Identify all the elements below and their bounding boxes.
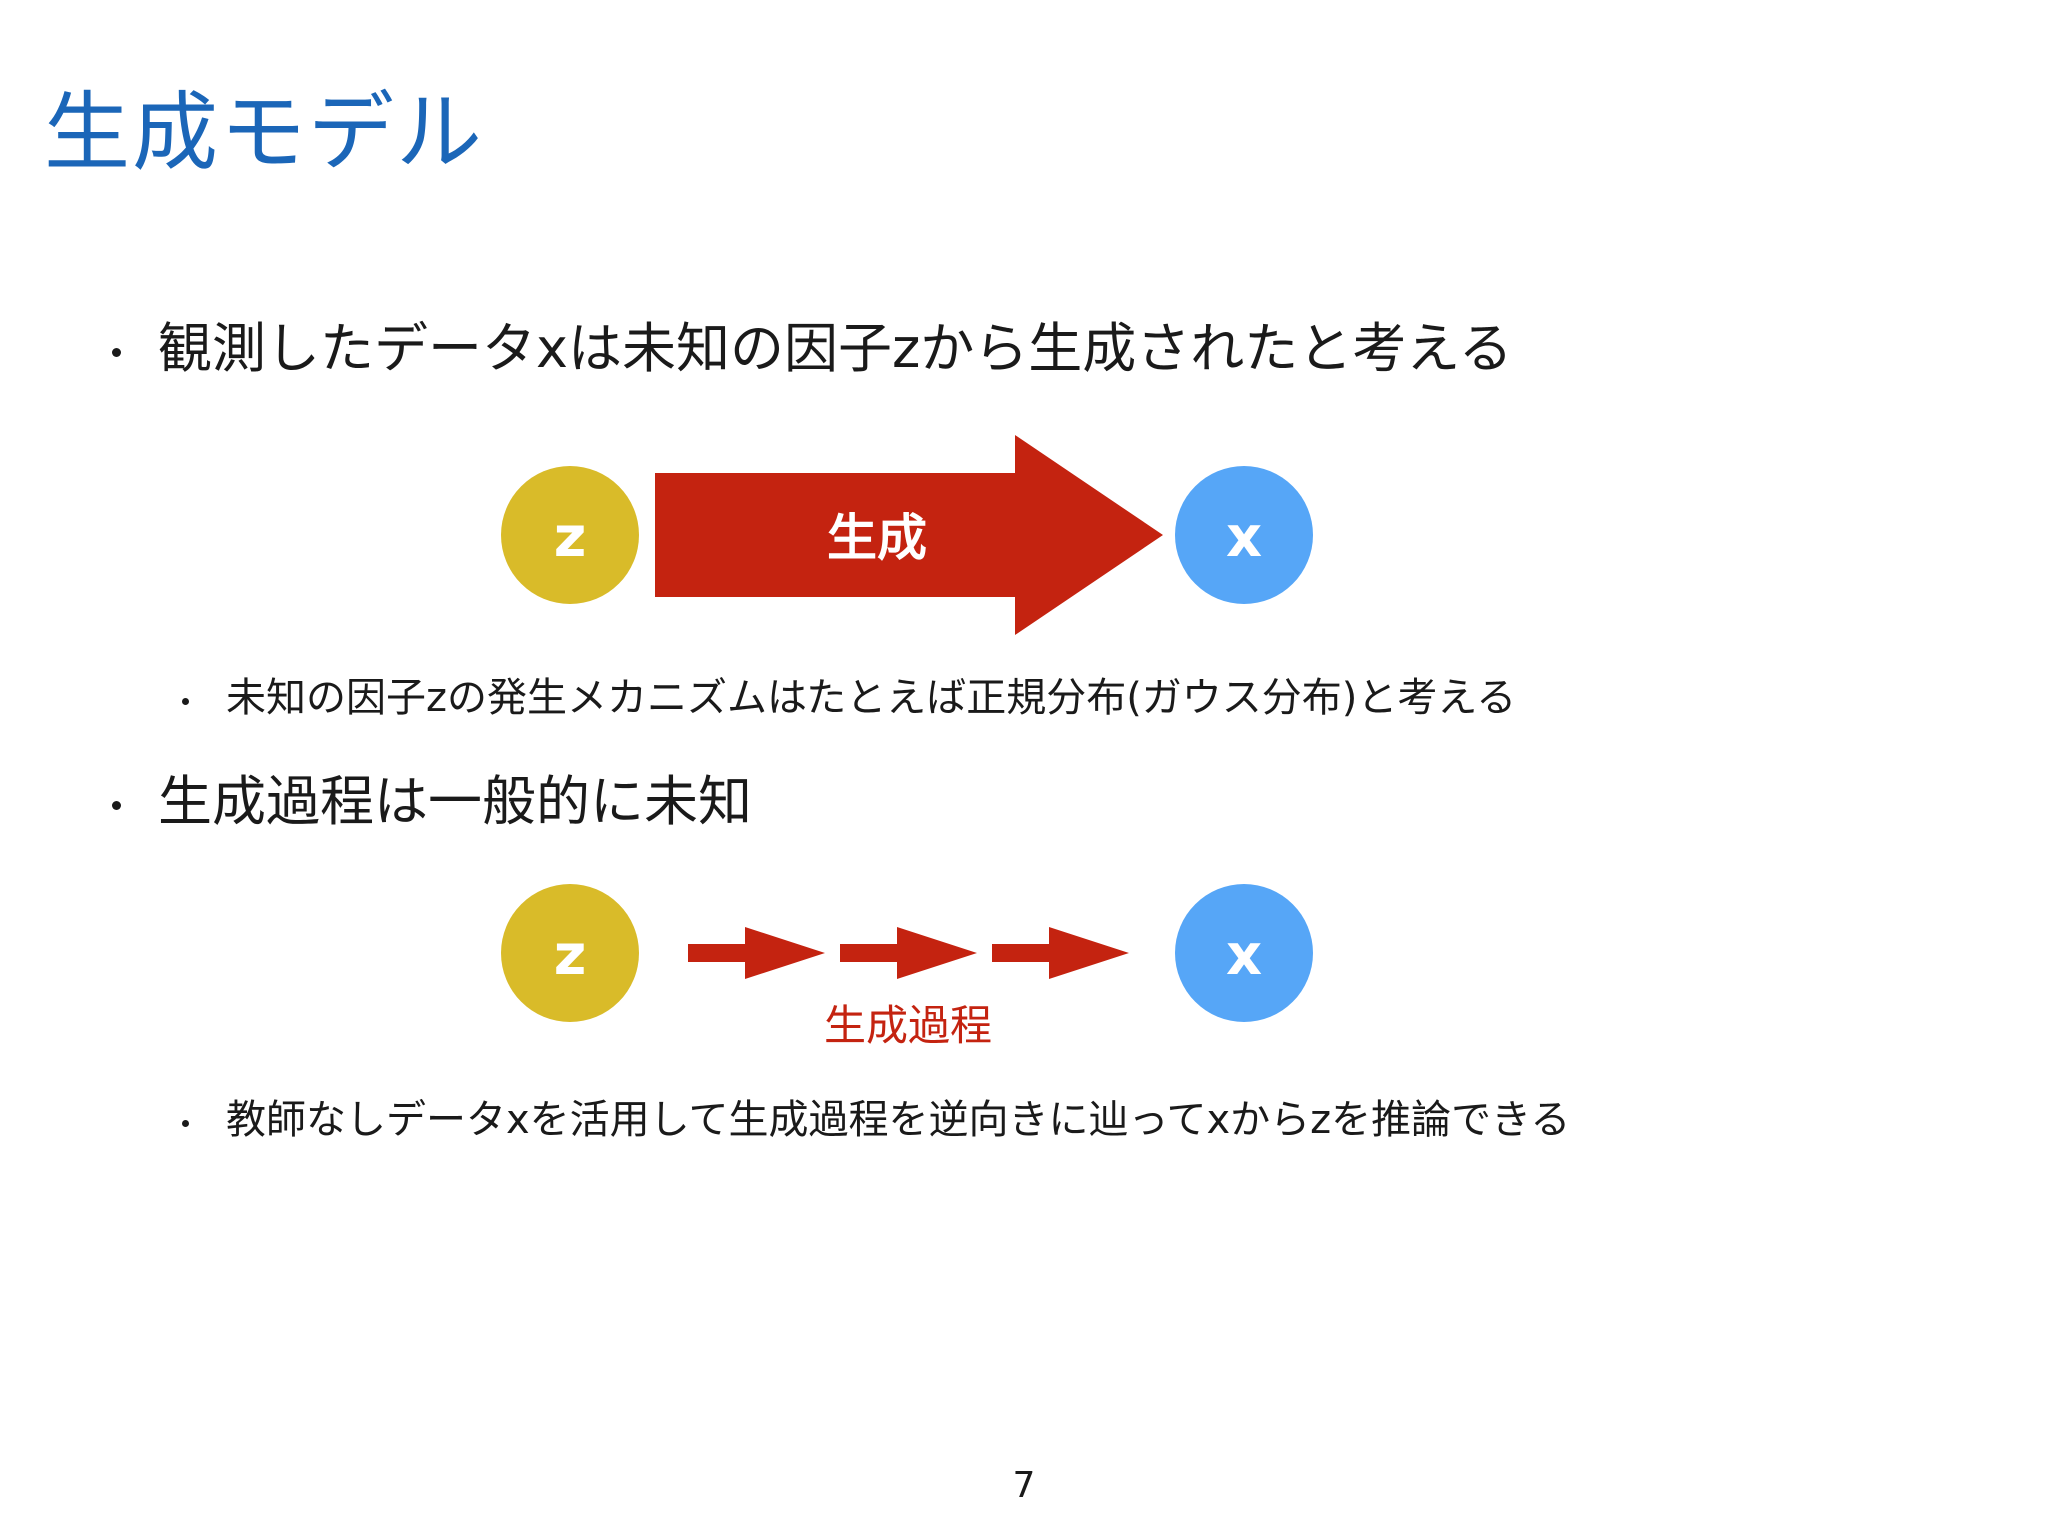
bullet-dot [112,348,121,357]
sub-bullet-2-text: 教師なしデータxを活用して生成過程を逆向きに辿ってxからzを推論できる [226,1097,1571,1143]
process-arrow-2 [840,927,977,979]
bullet-dot [182,1120,189,1127]
diagram-generation-process: z 生成過程 x [501,884,1313,1050]
bullet-dot [112,801,121,810]
z-node [501,884,639,1022]
sub-bullet-2: 教師なしデータxを活用して生成過程を逆向きに辿ってxからzを推論できる [182,1097,1571,1143]
bullet-dot [182,698,189,705]
x-node [1175,884,1313,1022]
slide-title: 生成モデル [44,83,484,183]
x-node-label: x [1226,923,1262,988]
x-node-label: x [1226,505,1262,570]
process-caption: 生成過程 [824,1001,992,1050]
bullet-2-text: 生成過程は一般的に未知 [158,770,752,833]
generation-arrow [655,435,1163,635]
diagram-generation: z 生成 x [501,435,1313,635]
bullet-1: 観測したデータxは未知の因子zから生成されたと考える [112,322,1513,376]
sub-bullet-1: 未知の因子zの発生メカニズムはたとえば正規分布(ガウス分布)と考える [182,675,1517,721]
bullet-2: 生成過程は一般的に未知 [112,775,752,829]
page-number: 7 [1012,1465,1036,1506]
z-node-label: z [554,923,587,988]
x-node [1175,466,1313,604]
process-arrow-3 [992,927,1129,979]
sub-bullet-1-text: 未知の因子zの発生メカニズムはたとえば正規分布(ガウス分布)と考える [226,675,1517,721]
z-node-label: z [554,505,587,570]
bullet-1-text: 観測したデータxは未知の因子zから生成されたと考える [158,317,1513,380]
process-arrow-1 [688,927,825,979]
generation-arrow-label: 生成 [827,509,927,567]
z-node [501,466,639,604]
